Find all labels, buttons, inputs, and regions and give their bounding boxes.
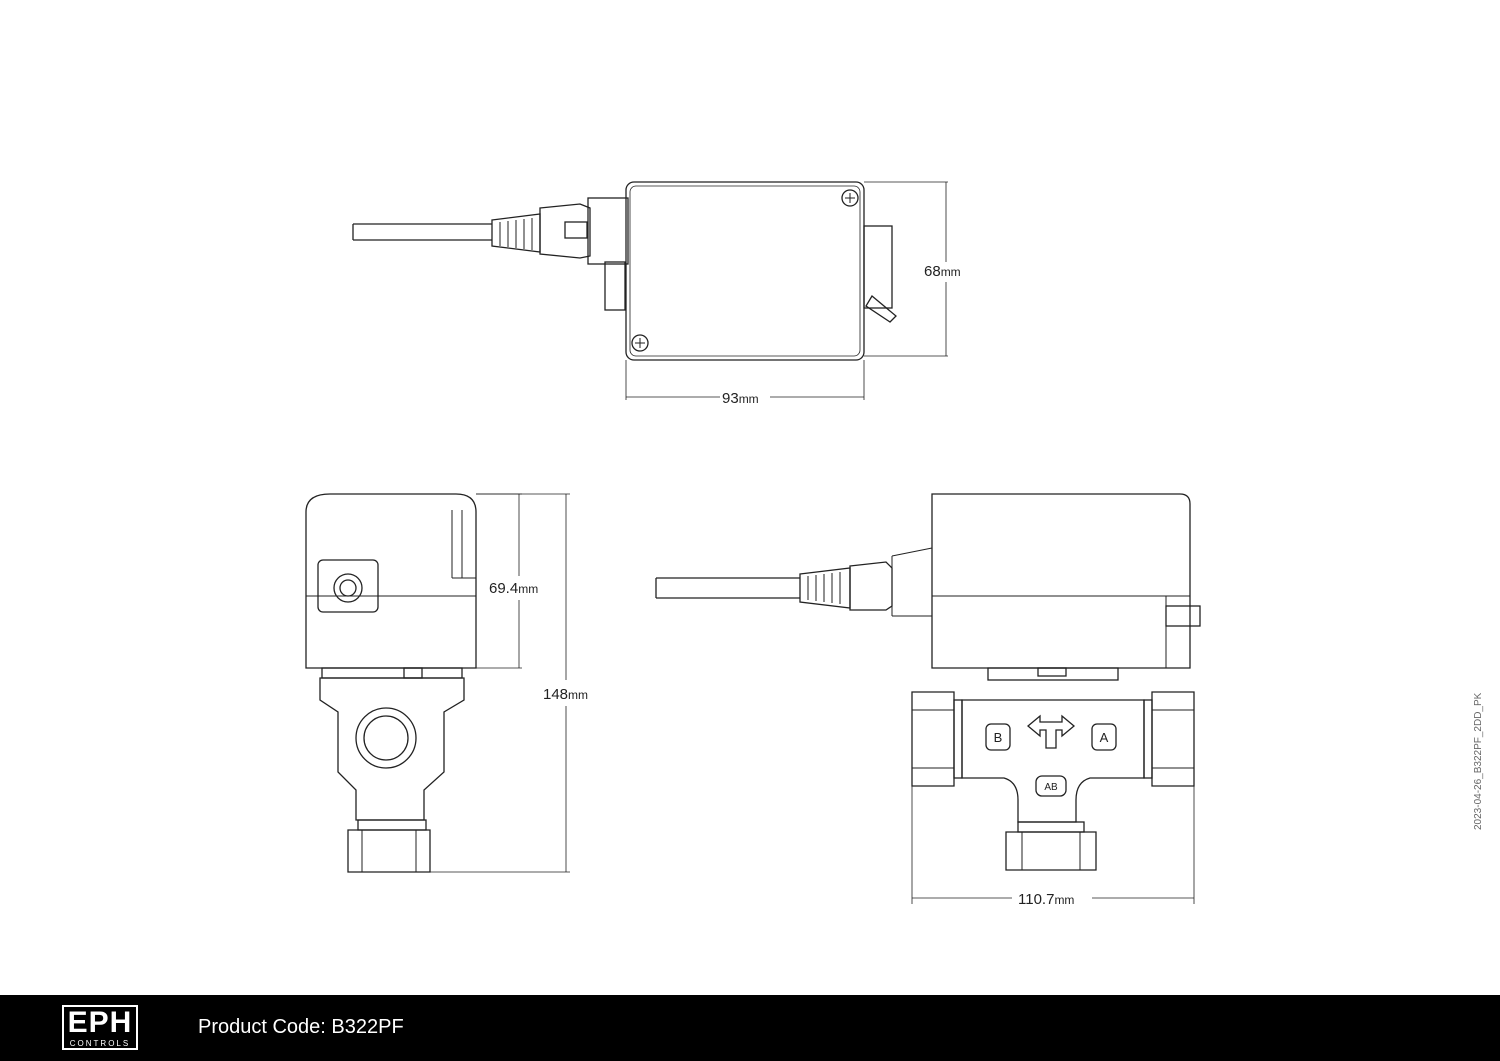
side-total-height-label: 148mm: [543, 686, 588, 703]
front-width-unit: mm: [1054, 893, 1074, 907]
top-cable: [352, 223, 492, 241]
top-height-value: 68: [924, 263, 941, 280]
front-cable: [655, 577, 800, 599]
port-b-badge: [985, 723, 1011, 751]
screw-icon: [841, 189, 859, 207]
screw-icon: [631, 334, 649, 352]
top-height-dim-line: [864, 181, 948, 357]
side-bottom-nut: [347, 829, 431, 873]
port-b-label: B: [994, 730, 1003, 745]
front-left-nut: [911, 691, 955, 787]
side-total-dim-line: [430, 493, 570, 873]
front-right-nut: [1151, 691, 1195, 787]
front-valve-body: [961, 699, 1145, 823]
side-body: [305, 493, 477, 669]
top-height-label: 68mm: [924, 263, 961, 280]
front-bottom-nut: [1005, 831, 1097, 871]
side-total-height-unit: mm: [568, 688, 588, 702]
top-height-unit: mm: [941, 265, 961, 279]
logo-main-text: EPH: [67, 1006, 133, 1039]
drawing-reference-code: 2023-04-26_B322PF_2DD_PK: [1473, 692, 1484, 830]
front-body: [931, 493, 1191, 669]
front-width-value: 110.7: [1018, 891, 1054, 908]
port-a-label: A: [1100, 730, 1109, 745]
eph-logo: EPH CONTROLS: [62, 1005, 138, 1050]
port-ab-badge: [1035, 775, 1067, 797]
product-code: Product Code: B322PF: [198, 1016, 404, 1038]
footer-bar: EPH CONTROLS Product Code: B322PF: [0, 995, 1500, 1061]
side-valve-body: [319, 677, 465, 821]
front-width-dim-line: [911, 786, 1195, 904]
side-knob: [333, 573, 363, 603]
logo-sub-text: CONTROLS: [69, 1039, 131, 1048]
top-width-dim-line: [625, 360, 865, 400]
top-width-label: 93mm: [722, 390, 759, 407]
technical-drawing: 68mm 93mm 69.4mm 148mm 110.7mm B A AB: [305, 181, 1201, 908]
side-total-height-value: 148: [543, 686, 568, 703]
side-view: [305, 493, 570, 873]
front-view: [655, 493, 1201, 904]
top-width-value: 93: [722, 390, 739, 407]
top-width-unit: mm: [739, 392, 759, 406]
side-actuator-height-value: 69.4: [489, 580, 518, 597]
port-a-badge: [1091, 723, 1117, 751]
port-ab-label: AB: [1044, 782, 1058, 793]
side-actuator-height-label: 69.4mm: [489, 580, 538, 597]
side-actuator-height-unit: mm: [518, 582, 538, 596]
top-body: [625, 181, 865, 361]
top-connector: [539, 203, 591, 259]
front-width-label: 110.7mm: [1018, 891, 1074, 908]
flow-arrow-icon: [1026, 714, 1076, 749]
top-view: [352, 181, 948, 400]
